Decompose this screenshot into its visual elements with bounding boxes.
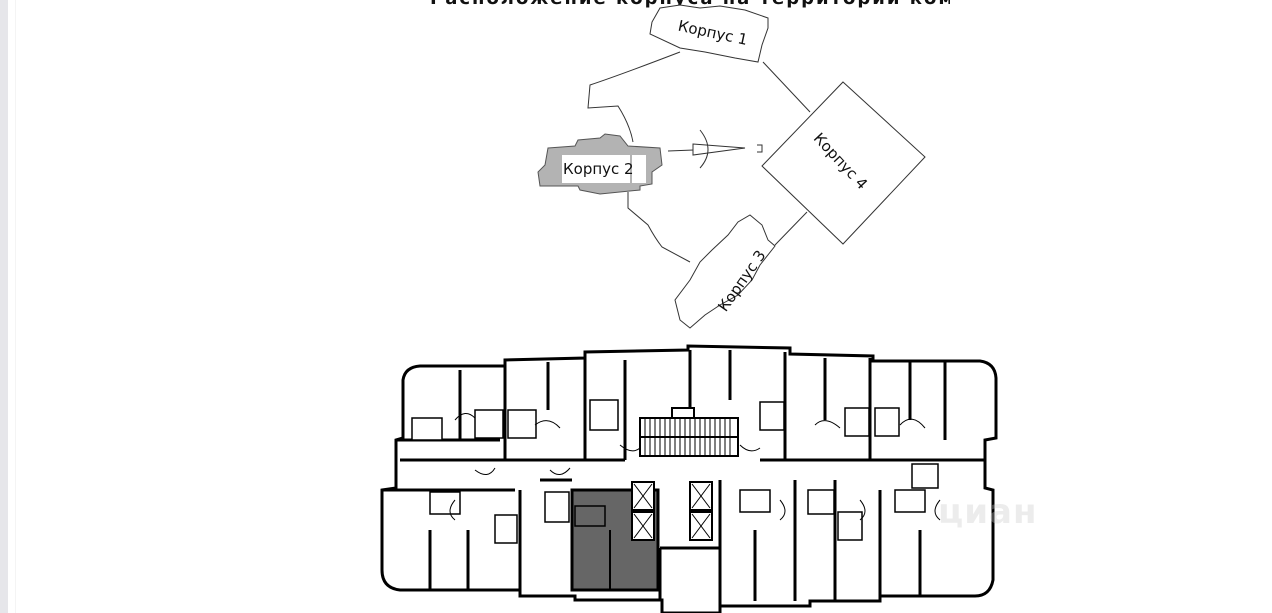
bathroom (507, 409, 537, 439)
building-label: Корпус 2 (563, 160, 634, 178)
elevator-icon (631, 481, 655, 511)
page-title: Расположение корпуса на территории компл… (430, 0, 950, 8)
interior-walls (382, 350, 985, 606)
site-plan (587, 51, 811, 263)
building-korpus-2[interactable]: Корпус 2 (537, 133, 663, 195)
bathroom (837, 511, 863, 541)
elevator-icon (689, 481, 713, 511)
elevator-icon (631, 511, 655, 541)
bathroom (544, 491, 570, 523)
watermark-logo: циан (938, 492, 1038, 532)
bathroom (807, 489, 835, 515)
bathroom (494, 514, 518, 544)
door-swings (449, 413, 941, 521)
bathroom (589, 399, 619, 431)
building-korpus-1[interactable]: Корпус 1 (649, 4, 769, 63)
bathroom (474, 409, 504, 439)
building-korpus-4[interactable]: Корпус 4 (761, 81, 926, 245)
window-left-edge (0, 0, 8, 613)
site-boundary-path (774, 211, 808, 246)
north-arrow-icon (667, 129, 763, 169)
building-korpus-3[interactable]: Корпус 3 (674, 214, 776, 329)
bathroom (411, 417, 443, 441)
bathroom (429, 491, 461, 515)
floor-plan (380, 344, 998, 613)
bathroom (739, 489, 771, 513)
bathroom (911, 463, 939, 489)
divider (15, 0, 16, 613)
bathroom (894, 489, 926, 513)
site-boundary-path (762, 61, 811, 113)
bathroom (844, 407, 870, 437)
bathroom (759, 401, 785, 431)
site-boundary-path (587, 51, 681, 143)
bathrooms (411, 399, 939, 544)
staircase (639, 407, 739, 457)
bathroom (874, 407, 900, 437)
elevator-icon (689, 511, 713, 541)
elevators (631, 481, 713, 541)
site-boundary-path (627, 192, 691, 263)
